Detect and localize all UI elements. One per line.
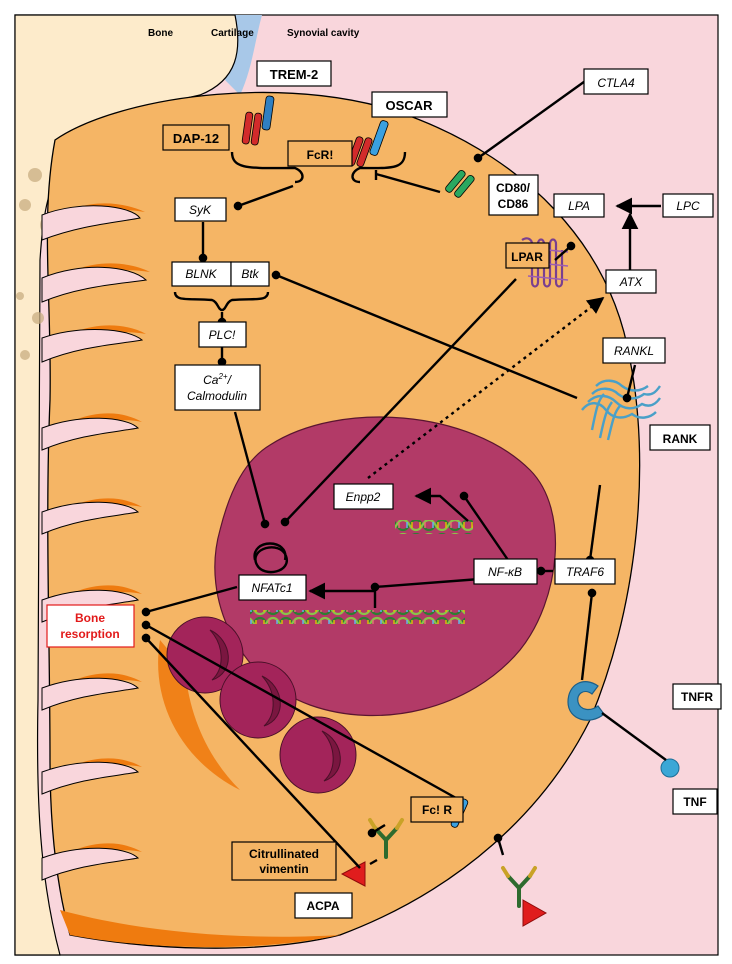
label-dap12: DAP-12 xyxy=(173,131,219,146)
label-nfkb: NF-κB xyxy=(488,565,522,579)
label-lpar: LPAR xyxy=(511,250,543,264)
label-fcr-gamma: Fc! R xyxy=(422,803,452,817)
label-plc: PLC! xyxy=(209,328,236,342)
label-cd80-cd86-line2: CD86 xyxy=(498,197,529,211)
label-calmodulin: Calmodulin xyxy=(187,389,247,403)
label-cd80-cd86-line1: CD80/ xyxy=(496,181,531,195)
nucleus xyxy=(214,416,556,717)
label-fcr: FcR! xyxy=(307,148,334,162)
triangle-antigen-icon xyxy=(522,899,548,927)
trem2-receptor-icon xyxy=(241,95,275,146)
nfatc1-autoamplification-loop xyxy=(254,546,288,574)
antibody-icon xyxy=(501,866,537,908)
label-syk: SyK xyxy=(189,203,212,217)
label-boxes xyxy=(46,60,722,919)
label-lpc: LPC xyxy=(676,199,700,213)
label-nfatc1: NFATc1 xyxy=(251,581,292,595)
bone-area xyxy=(14,14,239,956)
region-label-synovial-cavity: Synovial cavity xyxy=(287,28,360,39)
connectors xyxy=(141,78,667,869)
label-lpa: LPA xyxy=(568,199,590,213)
cd80-cd86-receptor-icon xyxy=(445,169,475,198)
label-ctla4: CTLA4 xyxy=(597,76,635,90)
label-ca: Ca2+/ xyxy=(203,372,232,387)
label-bone-resorption-line1: Bone xyxy=(75,611,105,625)
region-label-cartilage: Cartilage xyxy=(211,28,254,39)
region-label-bone: Bone xyxy=(148,28,173,39)
label-tnf: TNF xyxy=(683,795,706,809)
label-citrullinated-vimentin-line2: vimentin xyxy=(259,862,308,876)
label-atx: ATX xyxy=(619,275,643,289)
label-citrullinated-vimentin-line1: Citrullinated xyxy=(249,847,319,861)
label-tnfr: TNFR xyxy=(681,690,713,704)
label-rank: RANK xyxy=(663,432,698,446)
label-btk: Btk xyxy=(241,267,259,281)
label-bone-resorption-line2: resorption xyxy=(60,627,119,641)
label-blnk: BLNK xyxy=(185,267,217,281)
label-oscar: OSCAR xyxy=(386,98,434,113)
dna-strand-icon xyxy=(250,610,465,624)
dna-strand-icon xyxy=(395,520,473,534)
label-rankl: RANKL xyxy=(614,344,654,358)
tnf-ligand-icon xyxy=(660,758,680,778)
label-traf6: TRAF6 xyxy=(566,565,604,579)
label-enpp2: Enpp2 xyxy=(346,490,381,504)
tnfr-receptor-icon xyxy=(567,681,605,721)
label-trem2: TREM-2 xyxy=(270,67,318,82)
label-acpa: ACPA xyxy=(306,899,339,913)
vesicles xyxy=(166,616,357,794)
